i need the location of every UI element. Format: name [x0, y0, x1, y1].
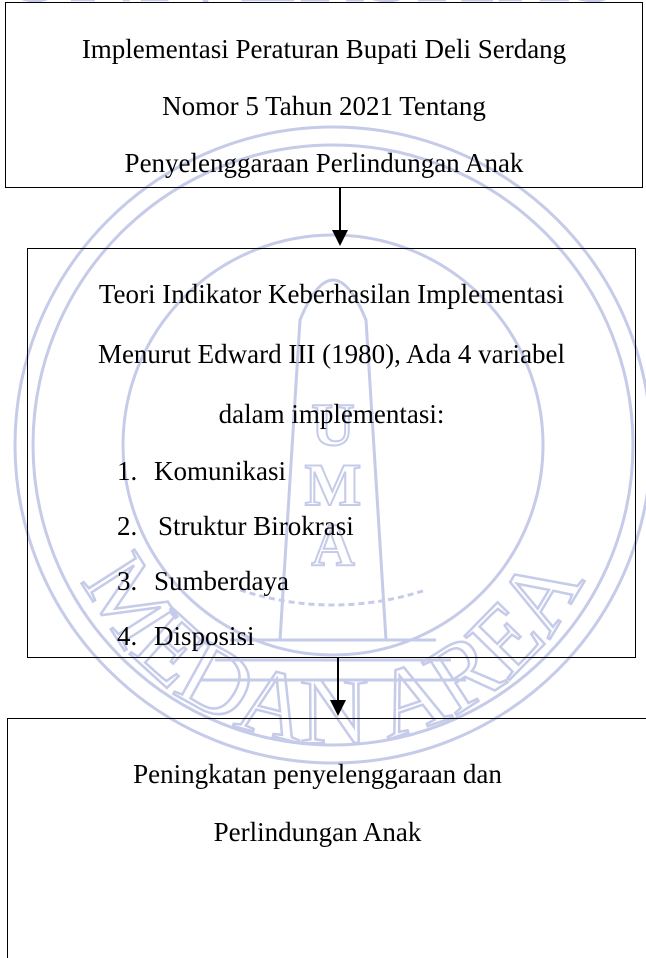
- variable-item-sumberdaya: Sumberdaya: [144, 554, 635, 609]
- policy-line-1: Implementasi Peraturan Bupati Deli Serda…: [81, 34, 567, 64]
- down-arrow-icon: [330, 658, 346, 716]
- watermark-letter-u: U: [311, 392, 354, 458]
- watermark-seal: UNIVERSITAS MEDAN AREA U M A: [0, 0, 646, 765]
- policy-box: Implementasi Peraturan Bupati Deli Serda…: [5, 2, 643, 188]
- variable-item-disposisi: Disposisi: [144, 609, 635, 664]
- watermark-letter-m: M: [305, 452, 362, 518]
- outcome-box: Peningkatan penyelenggaraan dan Perlindu…: [7, 718, 646, 958]
- theory-line-1: Teori Indikator Keberhasilan Implementas…: [98, 279, 565, 309]
- outcome-line-2: Perlindungan Anak: [213, 817, 422, 847]
- policy-line-3: Penyelenggaraan Perlindungan Anak: [124, 148, 524, 178]
- theory-line-3: dalam implementasi:: [218, 399, 445, 429]
- outcome-line-1: Peningkatan penyelenggaraan dan: [133, 759, 502, 789]
- theory-line-2: Menurut Edward III (1980), Ada 4 variabe…: [97, 339, 566, 369]
- down-arrow-icon: [332, 188, 348, 246]
- variable-item-komunikasi: Komunikasi: [144, 444, 635, 499]
- watermark-letter-a: A: [311, 512, 354, 578]
- variable-item-struktur-birokrasi: Struktur Birokrasi: [144, 499, 635, 554]
- variable-list: Komunikasi Struktur Birokrasi Sumberdaya…: [28, 444, 635, 664]
- policy-line-2: Nomor 5 Tahun 2021 Tentang: [162, 91, 486, 121]
- theory-box: Teori Indikator Keberhasilan Implementas…: [27, 248, 636, 658]
- watermark-top-text: UNIVERSITAS: [0, 0, 622, 21]
